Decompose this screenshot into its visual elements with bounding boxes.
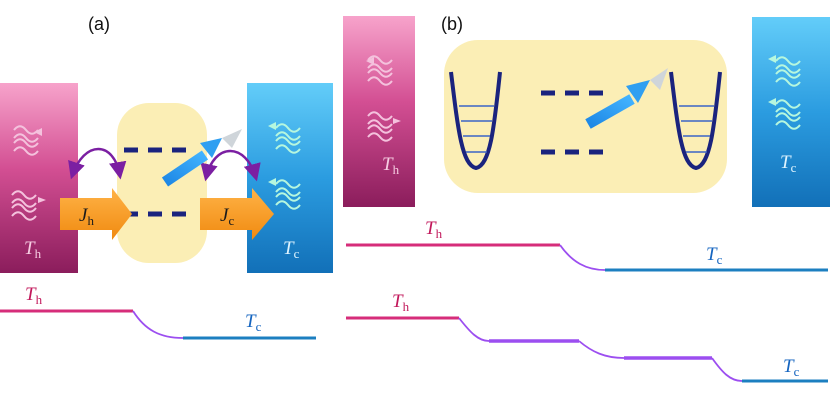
- profile-a-hot-label: Th: [25, 284, 43, 307]
- heat-flux-in-arrow: [60, 188, 132, 240]
- profile-a-cold-label: Tc: [245, 311, 262, 334]
- hot-coupling-arrow: [68, 147, 127, 180]
- profile-a-drop: [132, 310, 184, 339]
- heat-flux-out-arrow: [200, 188, 274, 240]
- cold-bath-b: [752, 17, 830, 207]
- cold-bath-label-b: Tc: [780, 152, 797, 175]
- system-region-b: [444, 40, 727, 193]
- hot-bath-b: [343, 16, 415, 207]
- profile-b1-hot-label: Th: [425, 218, 443, 241]
- excitation-arrow-b: [585, 68, 668, 129]
- left-potential-well: [449, 71, 502, 171]
- heat-flux-out-label: Jc: [220, 205, 234, 228]
- hot-bath-label-a: Th: [24, 238, 42, 261]
- cold-radiation-icon-a: [268, 122, 301, 210]
- hot-bath-label-b: Th: [382, 154, 400, 177]
- profile-b2-hot-label: Th: [392, 291, 410, 314]
- right-potential-well: [669, 71, 722, 171]
- profile-b1-cold-label: Tc: [706, 244, 723, 267]
- profile-b1-drop: [559, 244, 606, 271]
- cold-bath-a: [247, 83, 333, 273]
- profile-b2-drop-2: [578, 340, 625, 359]
- cold-radiation-icon-b: [768, 55, 801, 130]
- cold-coupling-arrow: [200, 149, 261, 182]
- heat-flux-in-label: Jh: [79, 205, 94, 228]
- profile-b2-cold-label: Tc: [783, 356, 800, 379]
- system-region-a: [117, 103, 207, 263]
- excitation-arrow-a: [161, 129, 242, 187]
- profile-b2-drop-1: [458, 317, 490, 342]
- panel-b-label: (b): [441, 14, 463, 34]
- profile-b2-drop-3: [711, 357, 743, 382]
- panel-a-label: (a): [88, 14, 110, 34]
- cold-bath-label-a: Tc: [283, 238, 300, 261]
- hot-bath-a: [0, 83, 78, 273]
- hot-radiation-icon-b: [366, 55, 401, 142]
- hot-radiation-icon-a: [11, 125, 46, 221]
